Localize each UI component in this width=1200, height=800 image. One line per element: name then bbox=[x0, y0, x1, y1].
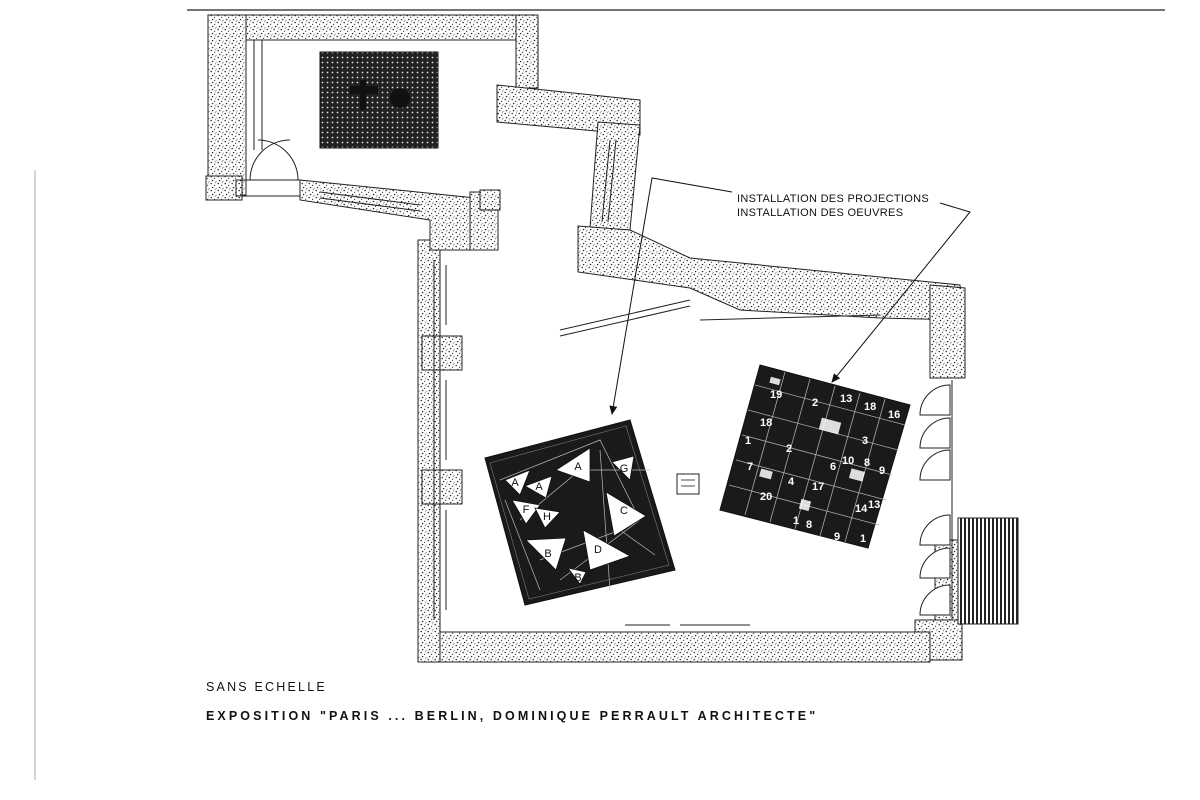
oeuvre-number: 9 bbox=[879, 465, 885, 477]
exhibition-title: EXPOSITION "PARIS ... BERLIN, DOMINIQUE … bbox=[206, 709, 819, 723]
oeuvre-number: 18 bbox=[864, 401, 876, 413]
oeuvre-number: 2 bbox=[812, 397, 818, 409]
oeuvre-number: 8 bbox=[806, 519, 812, 531]
screen-label: A bbox=[574, 461, 582, 473]
upper-room-rug bbox=[319, 51, 439, 149]
leader-lines bbox=[609, 177, 971, 415]
scale-note: SANS ECHELLE bbox=[206, 680, 327, 694]
oeuvre-number: 3 bbox=[862, 435, 868, 447]
door-upper-left bbox=[235, 139, 301, 197]
glazing-lines bbox=[245, 40, 881, 626]
screen-label: A bbox=[535, 481, 543, 493]
doors-right bbox=[919, 380, 953, 620]
oeuvre-number: 2 bbox=[786, 443, 792, 455]
staircase bbox=[957, 517, 1019, 625]
oeuvre-number: 14 bbox=[855, 503, 868, 515]
oeuvre-number: 1 bbox=[793, 515, 799, 527]
annotation-projections: INSTALLATION DES PROJECTIONS bbox=[737, 193, 929, 205]
oeuvre-number: 1 bbox=[860, 533, 866, 545]
screen-label: H bbox=[543, 511, 551, 523]
oeuvre-number: 9 bbox=[834, 531, 840, 543]
oeuvre-number: 10 bbox=[842, 455, 854, 467]
screen-label: B bbox=[574, 572, 581, 584]
oeuvre-number: 18 bbox=[760, 417, 772, 429]
projection-installation: A A A G F H C B D B bbox=[484, 419, 676, 606]
screen-label: D bbox=[594, 544, 602, 556]
screen-label: G bbox=[620, 463, 629, 475]
oeuvres-installation: 19 2 13 18 16 18 1 2 3 10 8 9 4 17 7 6 1… bbox=[719, 364, 911, 549]
screen-label: B bbox=[544, 548, 551, 560]
oeuvre-number: 13 bbox=[868, 499, 880, 511]
oeuvre-number: 6 bbox=[830, 461, 836, 473]
oeuvre-number: 16 bbox=[888, 409, 900, 421]
center-marker bbox=[676, 473, 700, 495]
oeuvre-number: 13 bbox=[840, 393, 852, 405]
oeuvre-number: 1 bbox=[745, 435, 751, 447]
screen-label: A bbox=[511, 477, 519, 489]
oeuvre-number: 17 bbox=[812, 481, 824, 493]
screen-label: F bbox=[523, 504, 530, 516]
oeuvre-number: 4 bbox=[788, 476, 795, 488]
annotation-oeuvres: INSTALLATION DES OEUVRES bbox=[737, 207, 904, 219]
oeuvre-number: 7 bbox=[747, 461, 753, 473]
screen-label: C bbox=[620, 505, 628, 517]
oeuvre-number: 19 bbox=[770, 389, 782, 401]
oeuvre-number: 8 bbox=[864, 457, 870, 469]
oeuvre-number: 20 bbox=[760, 491, 772, 503]
